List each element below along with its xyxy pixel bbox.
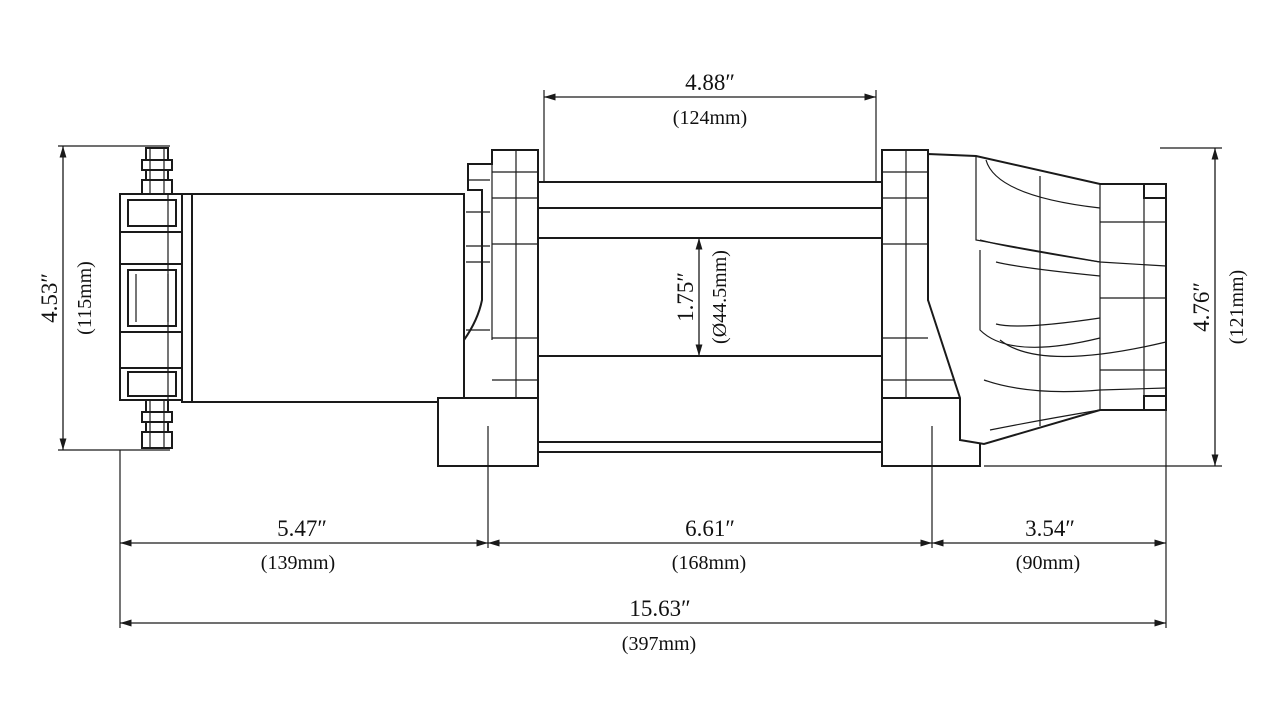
- mount-to-end-inch-label: 3.54″: [1025, 516, 1075, 541]
- motor-terminal-assembly: [119, 147, 183, 449]
- mount-to-end-mm-label: (90mm): [1016, 552, 1080, 574]
- drum-diameter-mm-label: (Ø44.5mm): [709, 250, 731, 344]
- cable-drum: [537, 181, 883, 453]
- gearbox-housing: [927, 152, 1167, 446]
- dimension-drum-diameter: 1.75″ (Ø44.5mm): [673, 238, 731, 356]
- motor-height-inch-label: 4.53″: [37, 273, 62, 323]
- extension-lines: [58, 90, 1222, 628]
- motor-housing: [181, 193, 465, 403]
- dimension-motor-to-mount: 5.47″ (139mm): [119, 516, 488, 574]
- gearbox-height-mm-label: (121mm): [1226, 270, 1248, 344]
- motor-to-mount-inch-label: 5.47″: [277, 516, 327, 541]
- overall-length-inch-label: 15.63″: [629, 596, 690, 621]
- dimension-motor-height: 4.53″ (115mm): [37, 146, 96, 450]
- motor-height-mm-label: (115mm): [74, 261, 96, 335]
- mount-spacing-inch-label: 6.61″: [685, 516, 735, 541]
- dimension-mount-spacing: 6.61″ (168mm): [488, 516, 932, 574]
- drum-width-mm-label: (124mm): [673, 107, 747, 129]
- drum-diameter-inch-label: 1.75″: [673, 272, 698, 322]
- gearbox-height-inch-label: 4.76″: [1189, 282, 1214, 332]
- dimension-mount-to-end: 3.54″ (90mm): [932, 516, 1166, 574]
- mount-spacing-mm-label: (168mm): [672, 552, 746, 574]
- dimension-gearbox-height: 4.76″ (121mm): [1189, 148, 1248, 466]
- drum-width-inch-label: 4.88″: [685, 70, 735, 95]
- dimension-overall-length: 15.63″ (397mm): [119, 596, 1166, 655]
- motor-to-mount-mm-label: (139mm): [261, 552, 335, 574]
- overall-length-mm-label: (397mm): [622, 633, 696, 655]
- dimension-drum-width: 4.88″ (124mm): [544, 70, 876, 129]
